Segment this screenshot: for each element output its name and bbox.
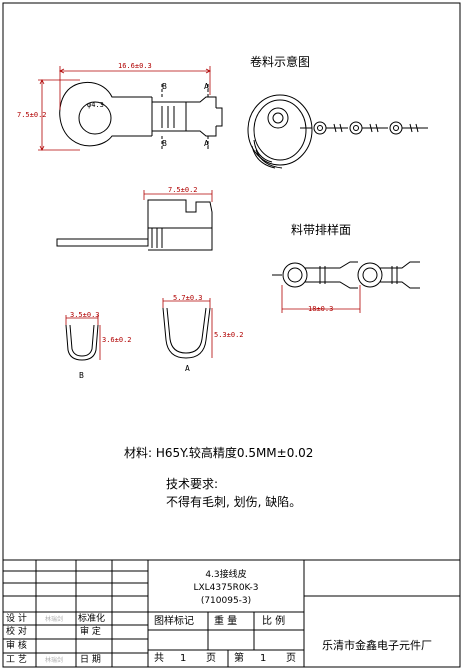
sheet-value: 1: [260, 653, 267, 664]
title-block-grid: [3, 559, 460, 667]
review-label: 审 定: [80, 627, 101, 637]
strip-title: 料带排样面: [291, 223, 352, 237]
reel-illustration: [247, 94, 428, 169]
drawing-mark-label: 图样标记: [154, 616, 194, 627]
total-page-label: 页: [206, 653, 216, 664]
section-b-top-mark: B: [162, 82, 167, 91]
section-a-dimensions: [162, 298, 213, 358]
section-b-label: B: [79, 371, 84, 380]
process-label: 工 艺: [6, 655, 27, 665]
terminal-side-view: [56, 199, 213, 251]
section-a-top-mark: A: [204, 82, 209, 91]
section-a-width-label: 5.7±0.3: [173, 294, 203, 302]
height-dim-label: 7.5±0.2: [17, 111, 47, 119]
material-spec: 材料: H65Y.较高精度0.5MM±0.02: [124, 446, 314, 460]
strip-layout: [272, 261, 420, 289]
section-a-label: A: [185, 364, 190, 373]
scale-label: 比 例: [262, 616, 286, 627]
section-b-profile: [65, 324, 99, 361]
company-name: 乐清市金鑫电子元件厂: [322, 639, 432, 652]
strip-pitch-dimension: [281, 285, 361, 313]
check-label: 校 对: [6, 627, 27, 637]
weight-label: 重 量: [214, 616, 238, 627]
length-dim-label: 16.6±0.3: [118, 62, 152, 70]
total-label: 共: [154, 653, 164, 664]
date-label: 日 期: [80, 655, 101, 665]
side-barrel-dim-label: 7.5±0.2: [168, 186, 198, 194]
height-dimension: [38, 79, 80, 151]
strip-pitch-dim-label: 18±0.3: [308, 305, 334, 313]
total-value: 1: [180, 653, 187, 664]
length-dimension: [59, 66, 211, 110]
part-number: LXL4375R0K-3: [193, 583, 259, 593]
requirements-title: 技术要求:: [166, 477, 219, 491]
audit-label: 审 核: [6, 641, 27, 651]
section-b-bottom-mark: B: [162, 139, 167, 148]
part-alt-number: (710095-3): [200, 596, 252, 606]
part-name: 4.3接线皮: [205, 570, 247, 580]
hole-dim-label: φ4.3: [87, 101, 104, 109]
sheet-label: 第: [234, 653, 244, 664]
side-barrel-dimension: [143, 190, 213, 202]
design-label: 设 计: [6, 614, 27, 624]
section-b-dimensions: [65, 315, 101, 360]
requirements-text: 不得有毛刺, 划伤, 缺陷。: [166, 495, 302, 509]
section-a-bottom-mark: A: [204, 139, 209, 148]
section-b-width-label: 3.5±0.3: [70, 311, 100, 319]
section-a-profile: [162, 307, 211, 359]
sheet-page-label: 页: [286, 653, 296, 664]
terminal-top-view: [59, 81, 223, 150]
standard-label: 标准化: [78, 614, 106, 624]
process-name: 林瑞剑: [45, 657, 64, 664]
design-name: 林瑞剑: [45, 616, 64, 623]
reel-title: 卷料示意图: [250, 55, 311, 69]
section-b-height-label: 3.6±0.2: [102, 336, 132, 344]
section-a-height-label: 5.3±0.2: [214, 331, 244, 339]
